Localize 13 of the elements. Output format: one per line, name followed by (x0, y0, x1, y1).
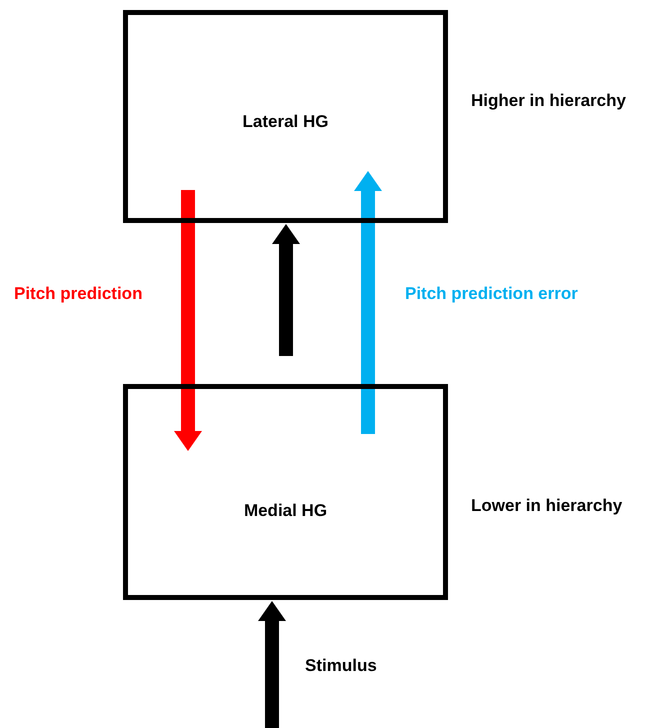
box-label: Medial HG (242, 501, 328, 521)
arrow (258, 601, 286, 728)
arrow (174, 190, 202, 451)
process-box (123, 10, 448, 223)
arrow (354, 171, 382, 434)
edge-label: Pitch prediction error (405, 284, 578, 304)
edge-label: Pitch prediction (14, 284, 142, 304)
arrow (272, 224, 300, 356)
level-label: Lower in hierarchy (471, 496, 622, 516)
level-label: Higher in hierarchy (471, 91, 626, 111)
process-box (123, 384, 448, 600)
edge-label: Stimulus (305, 656, 377, 676)
box-label: Lateral HG (242, 112, 330, 132)
